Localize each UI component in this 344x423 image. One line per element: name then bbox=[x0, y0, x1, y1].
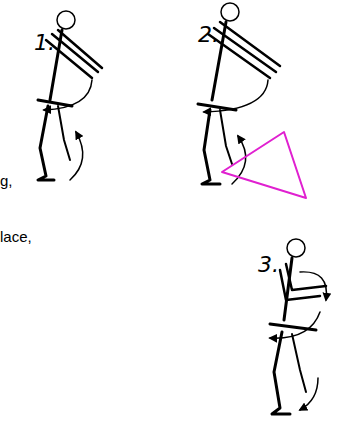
motion-arrow bbox=[300, 378, 318, 410]
motion-arrow bbox=[300, 272, 326, 300]
step-number: 2. bbox=[198, 22, 219, 47]
figure-leg bbox=[202, 110, 220, 184]
figure-leg bbox=[220, 110, 232, 164]
step-number: 1. bbox=[34, 30, 55, 55]
figure-head bbox=[57, 11, 75, 29]
figure-head bbox=[221, 3, 239, 21]
motion-arrow bbox=[270, 312, 320, 338]
motion-arrow bbox=[204, 80, 268, 112]
figure-leg bbox=[292, 334, 306, 392]
figure-leg bbox=[272, 332, 290, 414]
text-fragment: g, bbox=[0, 172, 13, 189]
angle-triangle bbox=[222, 132, 306, 198]
figure-head bbox=[287, 239, 305, 257]
figure-arms bbox=[280, 264, 326, 300]
step-number: 3. bbox=[258, 252, 279, 277]
stick-figure bbox=[198, 3, 306, 198]
motion-arrow bbox=[70, 132, 83, 180]
figure-hips bbox=[38, 100, 72, 106]
motion-arrow bbox=[44, 80, 92, 110]
text-fragment: lace, bbox=[0, 228, 32, 245]
figure-leg bbox=[58, 106, 70, 160]
figure-leg bbox=[38, 106, 54, 180]
